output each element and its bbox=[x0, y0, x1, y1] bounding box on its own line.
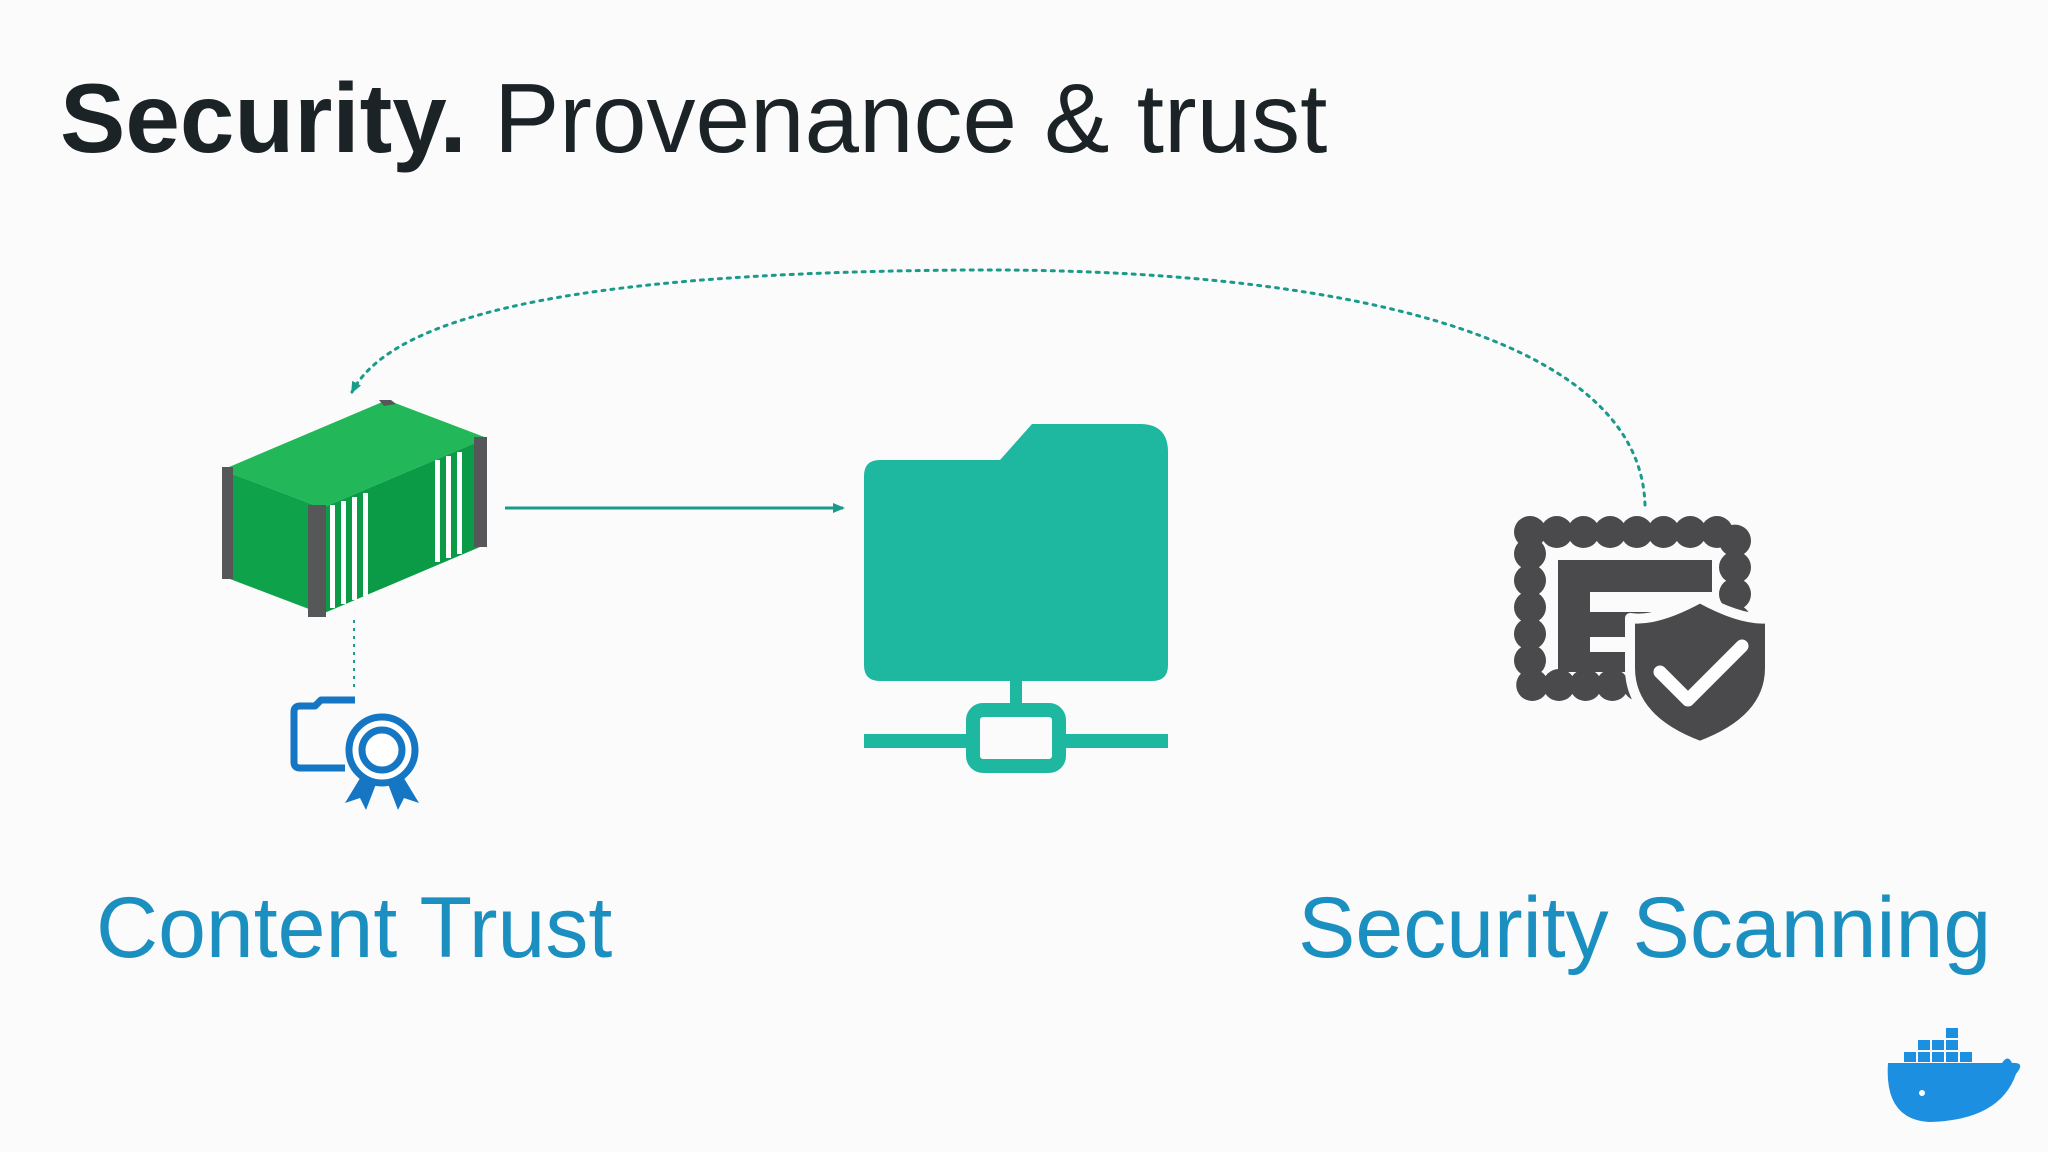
title-bold: Security. bbox=[60, 63, 467, 173]
certificate-icon bbox=[290, 696, 419, 810]
network-folder-icon bbox=[864, 424, 1168, 773]
security-scan-shield-icon bbox=[1514, 516, 1775, 751]
security-scanning-label: Security Scanning bbox=[1298, 880, 1992, 976]
title-rest: Provenance & trust bbox=[493, 63, 1328, 173]
content-trust-label: Content Trust bbox=[96, 880, 613, 976]
feedback-arrow bbox=[350, 268, 1647, 507]
shipping-container-icon bbox=[222, 400, 487, 617]
docker-whale-logo bbox=[1887, 1028, 2021, 1122]
page-title: Security. Provenance & trust bbox=[60, 62, 1327, 174]
